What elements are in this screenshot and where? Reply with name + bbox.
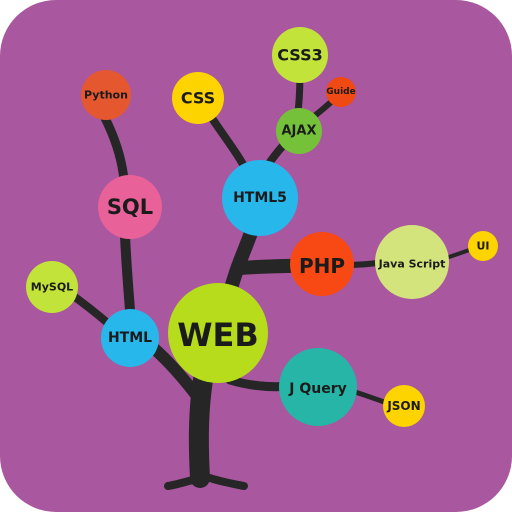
node-python-label: Python: [84, 89, 128, 102]
node-sql[interactable]: SQL: [98, 175, 162, 239]
node-html5-circle: [222, 160, 298, 236]
branch-sql-python: [100, 113, 129, 185]
node-html5[interactable]: HTML5: [222, 160, 298, 236]
node-mysql-label: MySQL: [31, 281, 73, 294]
node-jquery-circle: [279, 348, 357, 426]
node-css[interactable]: CSS: [172, 72, 224, 124]
node-css3[interactable]: CSS3: [272, 27, 328, 83]
node-php-circle: [290, 232, 354, 296]
root-right-branch: [206, 474, 248, 490]
node-guide[interactable]: Guide: [326, 77, 356, 107]
root-left-branch: [164, 474, 204, 490]
node-jquery[interactable]: J Query: [279, 348, 357, 426]
node-ui-circle: [468, 231, 498, 261]
node-web-label: WEB: [177, 316, 259, 354]
node-web-circle: [168, 283, 268, 383]
node-json-circle: [383, 385, 425, 427]
node-html-label: HTML: [108, 330, 152, 346]
node-javascript-circle: [375, 225, 449, 299]
node-css3-label: CSS3: [277, 46, 323, 65]
node-html5-label: HTML5: [233, 190, 287, 206]
node-mysql[interactable]: MySQL: [26, 261, 78, 313]
node-json-label: JSON: [386, 399, 420, 413]
node-php[interactable]: PHP: [290, 232, 354, 296]
node-mysql-circle: [26, 261, 78, 313]
node-ajax-circle: [276, 108, 322, 154]
node-css3-circle: [272, 27, 328, 83]
node-css-label: CSS: [181, 89, 215, 108]
node-guide-label: Guide: [326, 87, 355, 97]
node-ajax-label: AJAX: [282, 124, 317, 139]
branch-html-sql: [120, 230, 135, 315]
node-ajax[interactable]: AJAX: [276, 108, 322, 154]
node-php-label: PHP: [299, 254, 345, 278]
node-web[interactable]: WEB: [168, 283, 268, 383]
node-sql-label: SQL: [107, 195, 153, 219]
node-sql-circle: [98, 175, 162, 239]
node-json[interactable]: JSON: [383, 385, 425, 427]
node-python-circle: [81, 70, 131, 120]
node-html-circle: [101, 309, 159, 367]
node-css-circle: [172, 72, 224, 124]
node-python[interactable]: Python: [81, 70, 131, 120]
node-javascript[interactable]: Java Script: [375, 225, 449, 299]
node-ui[interactable]: UI: [468, 231, 498, 261]
node-javascript-label: Java Script: [378, 258, 446, 271]
node-guide-circle: [326, 77, 356, 107]
node-html[interactable]: HTML: [101, 309, 159, 367]
node-ui-label: UI: [476, 240, 489, 253]
trunk-branch: [188, 358, 215, 488]
node-jquery-label: J Query: [288, 381, 346, 397]
